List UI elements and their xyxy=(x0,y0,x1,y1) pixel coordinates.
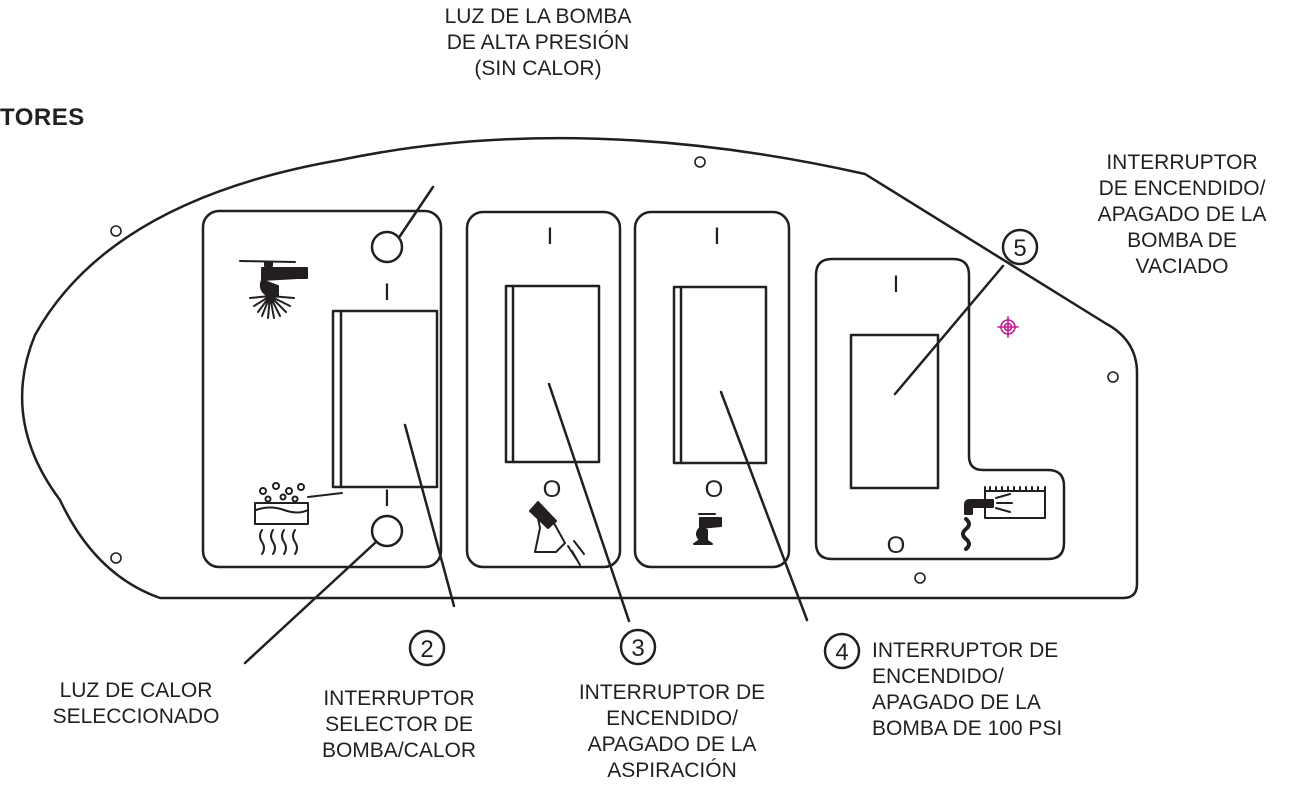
pump100-switch-label: INTERRUPTOR DE ENCENDIDO/ APAGADO DE LA … xyxy=(872,639,1063,740)
pump100-rocker-switch[interactable] xyxy=(672,285,768,465)
vacuum-wand-icon xyxy=(529,501,585,566)
drain-mark-off: O xyxy=(887,532,906,559)
leader-heat-light xyxy=(243,540,378,665)
drain-rocker-switch[interactable] xyxy=(849,333,940,490)
drain-tank-icon xyxy=(961,486,1046,551)
mount-hole xyxy=(110,225,122,237)
selector-rocker-switch[interactable] xyxy=(331,309,439,489)
pump-indicator-light xyxy=(370,230,404,264)
callout-circle-2 xyxy=(408,629,446,667)
vacuum-switch-housing xyxy=(465,210,622,569)
pump100-mark-off: O xyxy=(705,476,724,503)
heat-indicator-light xyxy=(370,514,404,548)
selector-mark-top: I xyxy=(384,279,391,306)
drain-switch-housing xyxy=(814,257,1066,561)
vacuum-mark-off: O xyxy=(543,476,562,503)
faucet-spray-icon xyxy=(239,260,308,319)
pump100-mark-on: I xyxy=(714,223,721,250)
mount-hole xyxy=(694,156,706,168)
callout-circle-3 xyxy=(619,628,657,666)
pump-light-label: LUZ DE LA BOMBA DE ALTA PRESIÓN (SIN CAL… xyxy=(444,5,632,80)
callout-circle-4 xyxy=(823,632,861,670)
registration-mark xyxy=(997,316,1019,338)
callout-circle-5 xyxy=(1001,228,1039,266)
faucet-small-icon xyxy=(693,513,722,545)
mount-hole xyxy=(1107,371,1119,383)
heat-light-label: LUZ DE CALOR SELECCIONADO xyxy=(52,679,220,728)
drain-mark-on: I xyxy=(893,271,900,298)
selector-switch-housing xyxy=(201,209,443,569)
callout-number-4: 4 xyxy=(835,639,848,666)
pump100-switch-housing xyxy=(633,210,791,569)
callout-number-2: 2 xyxy=(420,636,433,663)
vacuum-switch-label: INTERRUPTOR DE ENCENDIDO/ APAGADO DE LA … xyxy=(578,681,766,782)
leader-drain xyxy=(893,264,1005,396)
boiling-pot-icon xyxy=(254,482,343,555)
callout-number-5: 5 xyxy=(1013,235,1026,262)
selector-mark-bottom: I xyxy=(384,485,391,512)
leader-selector xyxy=(403,423,456,608)
drain-switch-label: INTERRUPTOR DE ENCENDIDO/ APAGADO DE LA … xyxy=(1097,151,1267,278)
mount-hole xyxy=(914,572,926,584)
selector-switch-label: INTERRUPTOR SELECTOR DE BOMBA/CALOR xyxy=(321,687,477,762)
vacuum-mark-on: I xyxy=(547,223,554,250)
vacuum-rocker-switch[interactable] xyxy=(504,284,601,464)
mount-hole xyxy=(110,552,122,564)
leader-pump-light xyxy=(398,185,435,238)
leader-pump100 xyxy=(719,390,809,622)
section-title: TORES xyxy=(0,104,85,131)
panel-outline xyxy=(20,136,1139,600)
callout-number-3: 3 xyxy=(631,635,644,662)
leader-vacuum xyxy=(547,382,631,623)
